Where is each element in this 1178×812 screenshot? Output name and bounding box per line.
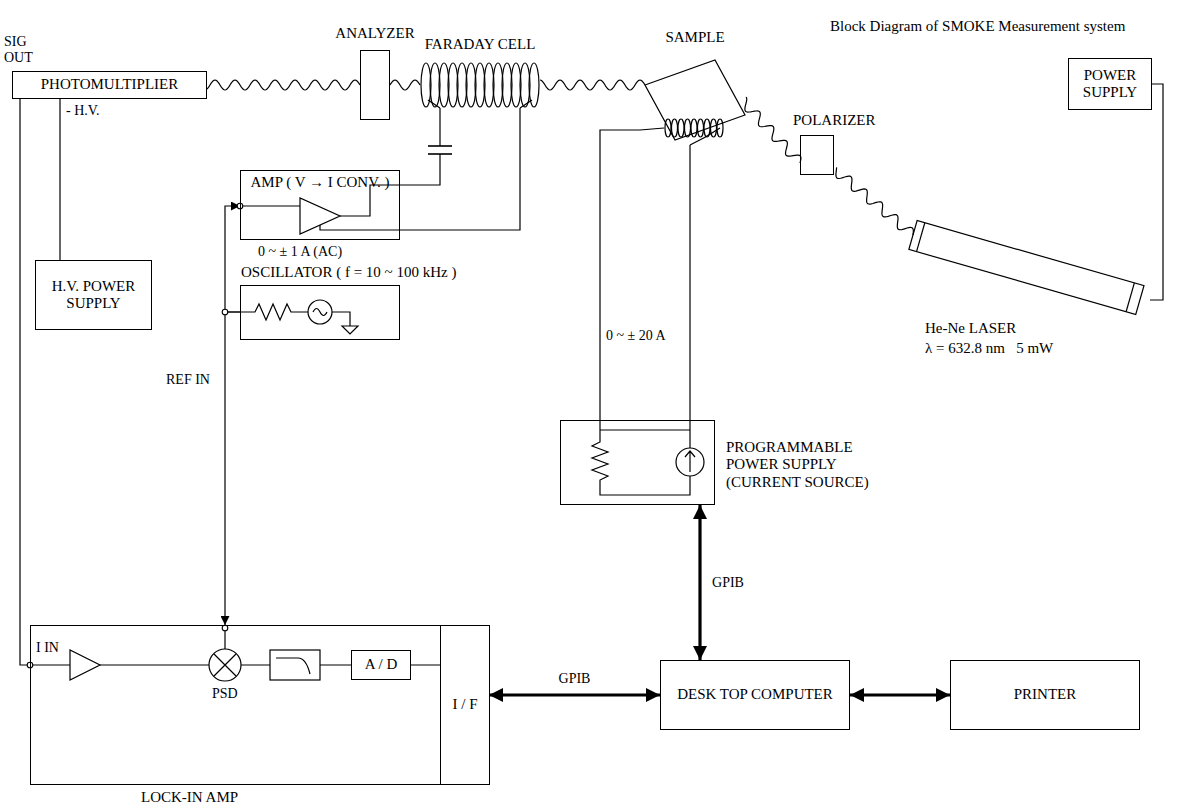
node-label: PHOTOMULTIPLIER: [41, 76, 179, 93]
node-label: λ = 632.8 nm 5 mW: [925, 340, 1053, 357]
source-symbol: [308, 300, 332, 324]
lpf-curve: [276, 658, 310, 674]
oscillator-box: OSCILLATOR ( f = 10 ~ 100 kHz ): [240, 285, 400, 340]
coil-winding: [672, 119, 678, 137]
node-label: SAMPLE: [665, 29, 724, 46]
coil-winding: [711, 119, 717, 137]
bus-label: GPIB: [710, 574, 746, 590]
psd-symbol: [209, 649, 241, 681]
interface-section: I / F: [440, 626, 489, 784]
lpf-symbol: [270, 650, 320, 680]
node-label: PROGRAMMABLE POWER SUPPLY (CURRENT SOURC…: [726, 439, 876, 491]
computer-box: DESK TOP COMPUTER: [660, 660, 850, 730]
lock-in-box: LOCK-IN AMPA / DI / F: [30, 625, 490, 785]
wire: [225, 206, 240, 312]
coil-winding: [698, 119, 704, 137]
node-label: He-Ne LASER: [925, 320, 1016, 337]
detector-box: PHOTOMULTIPLIER: [12, 71, 207, 99]
wire: [240, 185, 400, 230]
annotation: 0 ~ ± 1 A (AC): [258, 244, 342, 260]
node-label: AMP ( V → I CONV. ): [250, 174, 389, 191]
sample: SAMPLE: [640, 55, 750, 145]
coil-lead: [428, 100, 532, 108]
gpib-bus: [489, 693, 660, 696]
node-label: ANALYZER: [335, 25, 414, 42]
preamp-symbol: [70, 650, 100, 680]
node-label: H.V. POWER SUPPLY: [36, 278, 151, 313]
node-label: A / D: [365, 656, 398, 673]
current-source-symbol: [676, 448, 704, 476]
bus-label: GPIB: [557, 671, 593, 687]
amplifier-box: AMP ( V → I CONV. ): [240, 170, 400, 240]
coil-lead: [690, 128, 720, 145]
gpib-bus: [698, 505, 701, 660]
wire: [20, 99, 30, 665]
signal-name: REF IN: [166, 372, 210, 388]
ground-symbol: [332, 312, 358, 334]
wire: [600, 130, 640, 420]
wire: [400, 108, 520, 230]
power-supply-box: POWER SUPPLY: [1068, 58, 1152, 110]
wire: [689, 145, 690, 420]
coil-winding: [665, 119, 671, 137]
coil-winding: [678, 119, 684, 137]
coil-winding: [691, 119, 697, 137]
wire: [1150, 84, 1163, 300]
coil-winding: [717, 119, 723, 137]
faraday-coil: [421, 63, 539, 107]
resistor-symbol: [240, 304, 308, 320]
power-supply-box: H.V. POWER SUPPLY: [35, 260, 152, 330]
wire: [59, 99, 60, 260]
gpib-bus: [850, 693, 950, 696]
current-source-arrow: [685, 451, 695, 472]
annotation: 0 ~ ± 20 A: [606, 328, 666, 344]
faraday-cell: FARADAY CELL: [420, 62, 540, 108]
analyzer-box: ANALYZER: [360, 50, 390, 120]
laser-tube: [909, 221, 1144, 315]
current-source-box: PROGRAMMABLE POWER SUPPLY (CURRENT SOURC…: [560, 420, 715, 505]
light-beam: [745, 97, 801, 163]
sample-coil: [665, 119, 723, 137]
annotation: - H.V.: [66, 103, 100, 119]
source-symbol: [313, 309, 327, 316]
light-beam: [390, 80, 420, 90]
light-beam: [540, 80, 645, 90]
node-label: I / F: [452, 696, 477, 713]
node-label: POLARIZER: [793, 112, 876, 129]
terminal-dot: [27, 203, 243, 668]
laser: He-Ne LASERλ = 632.8 nm 5 mW: [905, 215, 1150, 325]
node-label: PRINTER: [1014, 686, 1077, 703]
signal-name: I IN: [36, 640, 59, 656]
annotation: PSD: [212, 686, 238, 702]
light-beam: [207, 80, 360, 90]
node-label: LOCK-IN AMP: [141, 789, 238, 806]
node-label: POWER SUPPLY: [1069, 67, 1151, 102]
wire: [225, 312, 240, 625]
node-label: OSCILLATOR ( f = 10 ~ 100 kHz ): [241, 264, 456, 281]
printer-box: PRINTER: [950, 660, 1140, 730]
converter-box: A / D: [351, 650, 411, 680]
node-label: DESK TOP COMPUTER: [677, 686, 833, 703]
signal-name: SIG OUT: [4, 34, 38, 66]
resistor-symbol: [592, 420, 690, 495]
coil-winding: [685, 119, 691, 137]
light-beam: [836, 167, 913, 235]
diagram-title: Block Diagram of SMOKE Measurement syste…: [830, 18, 1125, 35]
psd-symbol: [214, 654, 236, 676]
capacitor-symbol: [428, 146, 452, 154]
node-label: FARADAY CELL: [425, 36, 536, 53]
coil-lead: [640, 128, 664, 130]
polarizer-box: POLARIZER: [800, 135, 834, 175]
